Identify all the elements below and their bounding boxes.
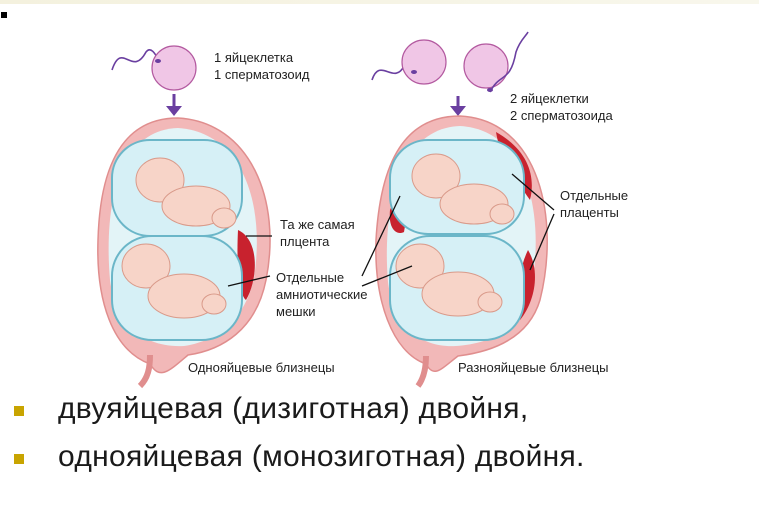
right-sperm-tail-2 bbox=[489, 31, 529, 93]
right-sperm-head-2 bbox=[487, 88, 493, 92]
right-egg-2 bbox=[463, 43, 509, 89]
right-sperm-head-1 bbox=[411, 70, 417, 74]
right-caption: Разнояйцевые близнецы bbox=[458, 360, 608, 375]
leader-amnion-left bbox=[227, 275, 271, 287]
leader-amnion-right-2 bbox=[361, 265, 413, 287]
left-fertilization bbox=[111, 45, 197, 116]
left-egg bbox=[151, 45, 197, 91]
bullet-text: двуяйцевая (дизиготная) двойня, bbox=[58, 392, 529, 425]
amnion-label-1: Отдельные bbox=[276, 270, 344, 285]
left-placenta-label-1: Та же самая bbox=[280, 217, 355, 232]
bullet-square-icon bbox=[14, 454, 24, 464]
bullet-square-icon bbox=[14, 406, 24, 416]
left-cells-label-2: 1 сперматозоид bbox=[214, 67, 310, 82]
left-cervix bbox=[137, 354, 153, 389]
leader-placenta-right-2 bbox=[529, 213, 555, 271]
left-fetus-bottom bbox=[121, 243, 227, 319]
left-sperm-head bbox=[155, 59, 161, 63]
left-cells-label-1: 1 яйцеклетка bbox=[214, 50, 294, 65]
amnion-label-3: мешки bbox=[276, 304, 316, 319]
right-uterus bbox=[375, 115, 548, 388]
left-arrow-head bbox=[166, 106, 182, 116]
slide-marker bbox=[1, 12, 7, 18]
right-placenta-label-2: плаценты bbox=[560, 205, 619, 220]
leader-amnion-right-1 bbox=[361, 195, 401, 277]
amnion-label-2: амниотические bbox=[276, 287, 367, 302]
right-cells-label-1: 2 яйцеклетки bbox=[510, 91, 589, 106]
left-fetus-top bbox=[135, 157, 237, 229]
right-fetus-bottom bbox=[395, 243, 503, 317]
right-cells-label-2: 2 сперматозоида bbox=[510, 108, 614, 123]
left-uterus bbox=[97, 117, 271, 389]
twins-diagram: 1 яйцеклетка 1 сперматозоид 2 яйцеклетки… bbox=[97, 31, 628, 389]
right-cervix bbox=[415, 355, 429, 388]
right-fertilization bbox=[371, 31, 529, 116]
right-egg-1 bbox=[401, 39, 447, 85]
bullet-text: однояйцевая (монозиготная) двойня. bbox=[58, 440, 585, 473]
right-arrow-head bbox=[450, 106, 466, 116]
left-caption: Однояйцевые близнецы bbox=[188, 360, 335, 375]
left-placenta-label-2: плцента bbox=[280, 234, 330, 249]
right-placenta-label-1: Отдельные bbox=[560, 188, 628, 203]
leader-lines bbox=[227, 173, 555, 287]
right-fetus-top bbox=[411, 153, 515, 225]
top-strip bbox=[0, 0, 759, 4]
leader-placenta-right-1 bbox=[511, 173, 555, 211]
